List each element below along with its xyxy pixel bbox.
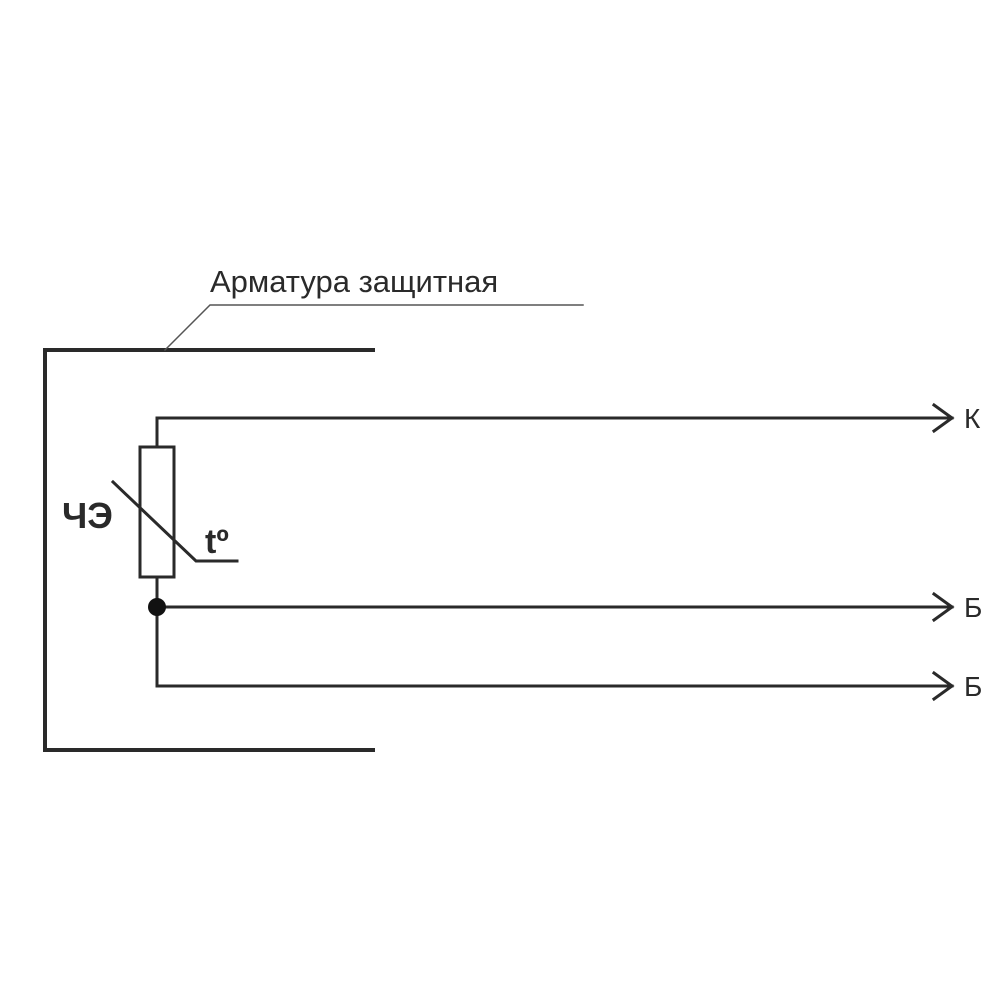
temperature-label: tº: [205, 523, 229, 561]
output-label-b2: Б: [964, 671, 982, 702]
armature-frame: [43, 348, 375, 752]
wire-k: [155, 416, 954, 449]
arrow-k-icon: [931, 402, 955, 434]
junction-dot: [148, 598, 166, 616]
arrow-b1-icon: [931, 591, 955, 623]
output-label-k: К: [964, 403, 981, 434]
arrow-b2-icon: [931, 670, 955, 702]
element-label: ЧЭ: [62, 495, 113, 536]
armature-leader-line: [163, 304, 584, 352]
armature-label: Арматура защитная: [210, 264, 498, 299]
output-label-b1: Б: [964, 592, 982, 623]
thermistor-slash: [110, 479, 239, 563]
